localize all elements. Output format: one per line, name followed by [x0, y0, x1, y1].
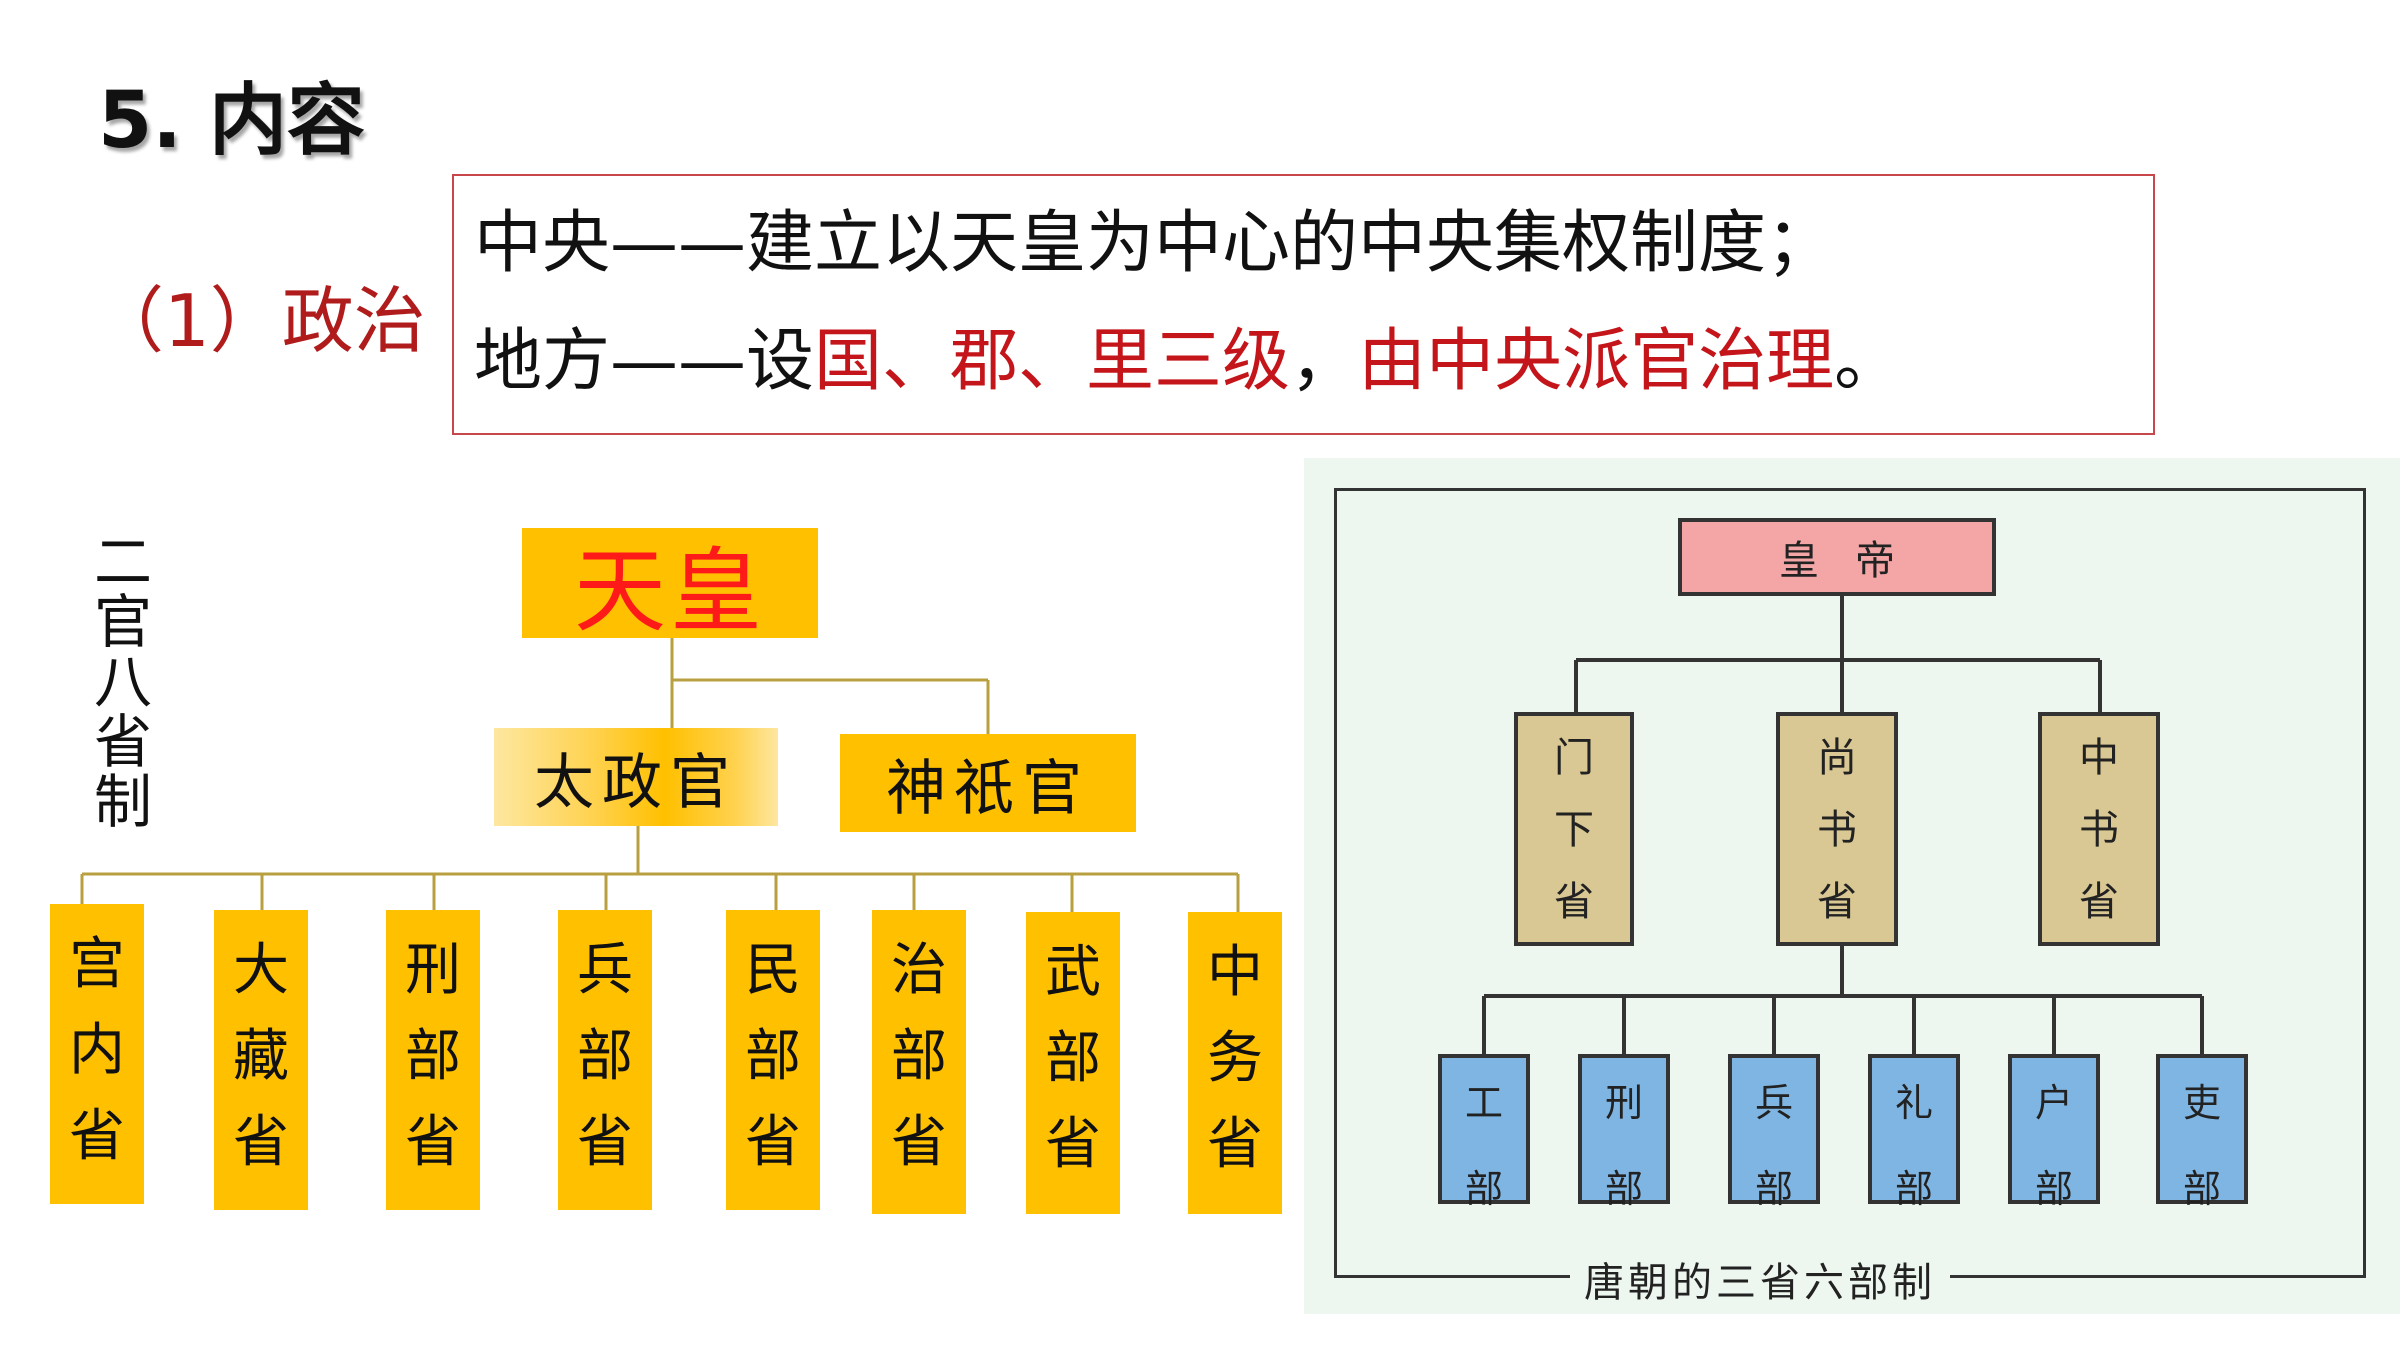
tang-sheng-box-zhongshu: 中 书 省 [2038, 712, 2160, 946]
ministry-box-ceremonial: 武 部 省 [1026, 912, 1120, 1214]
tang-bu-box-works: 工 部 [1438, 1054, 1530, 1211]
page-heading: 5. 内容 [98, 76, 366, 166]
tang-char: 部 [1604, 1167, 1643, 1211]
tang-char: 部 [2182, 1167, 2221, 1211]
tang-char: 省 [1554, 879, 1594, 925]
ministry-char: 治 [891, 938, 947, 1003]
ministry-box-civil: 民 部 省 [726, 910, 820, 1210]
tang-char: 工 [1464, 1081, 1503, 1125]
local-text-set: 设 [746, 322, 815, 401]
ministry-box-central-affairs: 中 务 省 [1188, 912, 1282, 1214]
local-comma: ， [1290, 322, 1359, 401]
emperor-box: 天皇 [522, 528, 818, 645]
tang-char: 尚 [1817, 735, 1857, 781]
ministry-char: 部 [577, 1024, 633, 1089]
politics-info-box: 中央——建立以天皇为中心的中央集权制度； 地方——设国、郡、里三级，由中央派官治… [452, 174, 2155, 435]
tang-char: 中 [2079, 735, 2119, 781]
local-governance: 由中央派官治理 [1358, 322, 1835, 401]
central-text: 建立以天皇为中心的中央集权制度； [746, 204, 1835, 283]
tang-char: 书 [2079, 807, 2119, 853]
tang-char: 部 [1464, 1167, 1503, 1211]
local-dash: —— [610, 322, 747, 401]
tang-char: 省 [2079, 879, 2119, 925]
side-label-char: 二 [93, 528, 152, 596]
ministry-char: 部 [891, 1024, 947, 1089]
daijokan-box: 太政官 [494, 728, 778, 826]
section-label-politics: （1）政治 [92, 279, 426, 363]
tang-char: 下 [1554, 807, 1594, 853]
ministry-char: 省 [891, 1110, 947, 1175]
ministry-char: 省 [69, 1104, 125, 1169]
side-label-char: 官 [93, 588, 152, 656]
tang-char: 礼 [1894, 1081, 1933, 1125]
tang-bu-box-rites: 礼 部 [1868, 1054, 1960, 1211]
local-levels: 国、郡、里三级 [814, 322, 1291, 401]
central-dash: —— [610, 204, 747, 283]
tang-char: 兵 [1754, 1081, 1793, 1125]
ministry-char: 务 [1207, 1026, 1263, 1091]
central-label: 中央 [474, 204, 611, 283]
japan-chart-connectors [80, 638, 1240, 912]
two-offices-eight-ministries-label: 二 官 八 省 制 [88, 532, 158, 832]
tang-bu-box-revenue: 户 部 [2008, 1054, 2100, 1211]
ministry-char: 省 [745, 1110, 801, 1175]
ministry-char: 武 [1045, 940, 1101, 1005]
tang-char: 门 [1554, 735, 1594, 781]
tang-char: 部 [1894, 1167, 1933, 1211]
side-label-char: 八 [93, 648, 152, 716]
ministry-char: 内 [69, 1018, 125, 1083]
ministry-char: 部 [405, 1024, 461, 1089]
tang-emperor-box: 皇帝 [1678, 518, 1996, 596]
tang-sheng-box-shangshu: 尚 书 省 [1776, 712, 1898, 946]
tang-char: 户 [2034, 1081, 2073, 1125]
ministry-char: 中 [1207, 940, 1263, 1005]
tang-chart-connectors [1482, 594, 2204, 1054]
tang-char: 部 [2034, 1167, 2073, 1211]
tang-bu-box-justice: 刑 部 [1578, 1054, 1670, 1211]
jingikan-box: 神祇官 [840, 734, 1136, 832]
side-label-char: 制 [93, 768, 152, 836]
ministry-char: 大 [233, 938, 289, 1003]
tang-bu-box-war: 兵 部 [1728, 1054, 1820, 1211]
tang-char: 吏 [2182, 1081, 2221, 1125]
ministry-char: 藏 [233, 1024, 289, 1089]
ministry-char: 省 [1207, 1112, 1263, 1177]
tang-sheng-box-menxia: 门 下 省 [1514, 712, 1634, 946]
ministry-char: 部 [745, 1024, 801, 1089]
ministry-box-administration: 治 部 省 [872, 910, 966, 1214]
tang-char: 刑 [1604, 1081, 1643, 1125]
side-label-char: 省 [93, 708, 152, 776]
ministry-box-treasury: 大 藏 省 [214, 910, 308, 1210]
ministry-char: 兵 [577, 938, 633, 1003]
ministry-char: 省 [233, 1110, 289, 1175]
tang-char: 部 [1754, 1167, 1793, 1211]
info-line-local: 地方——设国、郡、里三级，由中央派官治理。 [474, 322, 1902, 402]
ministry-char: 宫 [69, 932, 125, 997]
info-line-central: 中央——建立以天皇为中心的中央集权制度； [474, 204, 1834, 284]
ministry-char: 刑 [405, 938, 461, 1003]
ministry-char: 省 [1045, 1112, 1101, 1177]
local-period: 。 [1834, 322, 1903, 401]
tang-char: 书 [1817, 807, 1857, 853]
ministry-box-imperial-household: 宫 内 省 [50, 904, 144, 1204]
tang-system-panel: 皇帝 门 下 省 尚 书 省 中 书 省 工 部 刑 部 兵 部 礼 部 户 部… [1304, 458, 2400, 1314]
ministry-box-military: 兵 部 省 [558, 910, 652, 1210]
ministry-char: 民 [745, 938, 801, 1003]
ministry-char: 省 [577, 1110, 633, 1175]
ministry-char: 省 [405, 1110, 461, 1175]
tang-caption: 唐朝的三省六部制 [1570, 1250, 1950, 1308]
ministry-box-justice: 刑 部 省 [386, 910, 480, 1210]
ministry-char: 部 [1045, 1026, 1101, 1091]
tang-bu-box-personnel: 吏 部 [2156, 1054, 2248, 1211]
local-label: 地方 [474, 322, 611, 401]
tang-char: 省 [1817, 879, 1857, 925]
